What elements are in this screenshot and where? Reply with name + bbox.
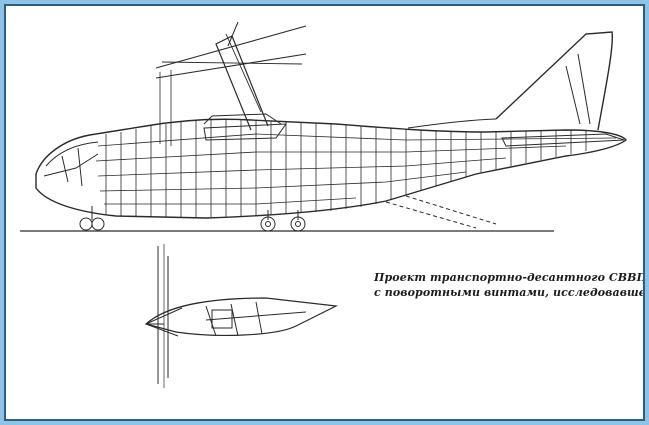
tail-fin: [495, 31, 625, 147]
fuselage-side-view: [35, 113, 628, 229]
landing-gear: [79, 206, 306, 232]
nacelle-plan-view: [144, 244, 339, 388]
drawing-caption: Проект транспортно-десантного СВВП с пов…: [374, 270, 645, 300]
caption-line-1: Проект транспортно-десантного СВВП: [374, 271, 645, 284]
caption-line-2: с поворотными винтами, исследовавшегося …: [374, 286, 645, 299]
drawing-sheet: Проект транспортно-десантного СВВП с пов…: [4, 4, 645, 421]
tiltrotor-assembly: [155, 21, 307, 146]
aircraft-drawing: [20, 21, 628, 388]
